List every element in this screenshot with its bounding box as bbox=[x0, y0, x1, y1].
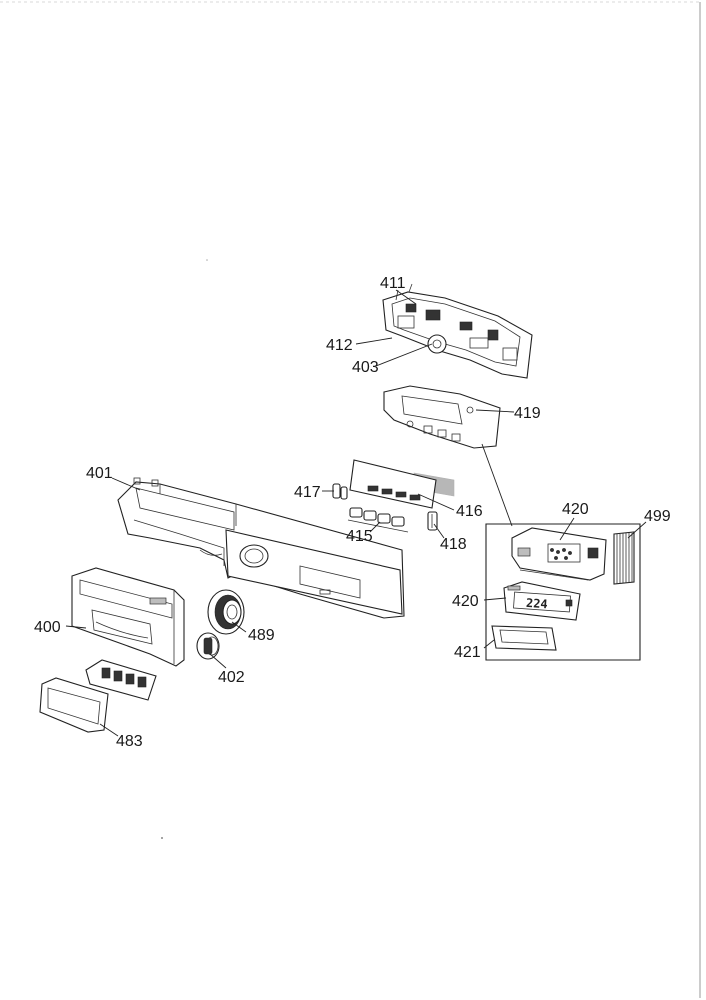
pcb-main-board bbox=[382, 283, 533, 379]
callout-412: 412 bbox=[326, 337, 353, 354]
drawer-front bbox=[71, 567, 185, 667]
callout-420-lower: 420 bbox=[452, 593, 479, 610]
button-418 bbox=[427, 511, 438, 531]
button-row-415 bbox=[347, 507, 409, 533]
callout-418: 418 bbox=[440, 536, 467, 553]
callout-415: 415 bbox=[346, 528, 373, 545]
display-window-421 bbox=[491, 625, 557, 651]
scan-speck bbox=[206, 259, 208, 261]
leader-lines bbox=[65, 289, 647, 737]
detail-inset-box: 224 bbox=[481, 443, 641, 661]
callout-489: 489 bbox=[248, 627, 275, 644]
callout-417: 417 bbox=[294, 484, 321, 501]
drawer-handle-cover bbox=[39, 677, 109, 733]
knob-ring-489 bbox=[207, 589, 245, 635]
callout-483: 483 bbox=[116, 733, 143, 750]
callout-420-upper: 420 bbox=[562, 501, 589, 518]
drawer-handle-insert bbox=[85, 659, 157, 701]
control-panel-housing bbox=[117, 477, 405, 619]
display-pcb-420-upper bbox=[511, 527, 607, 581]
callout-419: 419 bbox=[514, 405, 541, 422]
callout-400: 400 bbox=[34, 619, 61, 636]
callout-421: 421 bbox=[454, 644, 481, 661]
callout-402: 402 bbox=[218, 669, 245, 686]
callout-401: 401 bbox=[86, 465, 113, 482]
callout-499: 499 bbox=[644, 508, 671, 525]
display-board-420-lower: 224 bbox=[503, 581, 581, 621]
ribbon-cable-499 bbox=[613, 531, 635, 585]
button-417 bbox=[332, 483, 348, 500]
callout-labels: 411 412 403 419 417 416 415 418 401 420 … bbox=[34, 275, 671, 750]
display-segment-readout: 224 bbox=[526, 596, 549, 611]
callout-411: 411 bbox=[380, 275, 406, 292]
button-panel-plate bbox=[349, 459, 437, 509]
callout-403: 403 bbox=[352, 359, 379, 376]
callout-416: 416 bbox=[456, 503, 483, 520]
scan-speck bbox=[161, 837, 163, 839]
program-knob-402 bbox=[196, 632, 220, 660]
